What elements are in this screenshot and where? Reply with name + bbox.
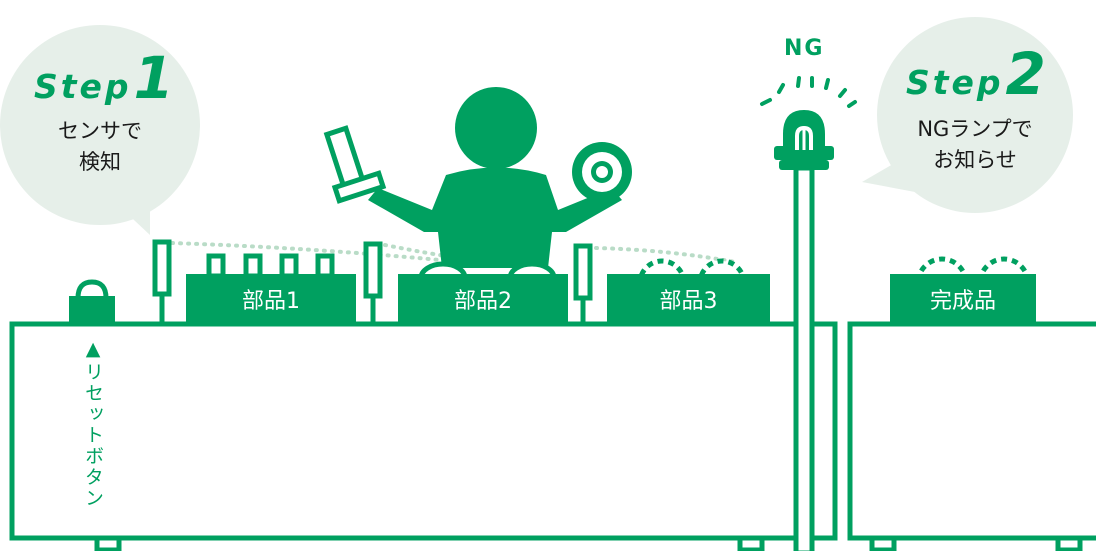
conveyor-table-left bbox=[12, 324, 835, 550]
finished-label: 完成品 bbox=[890, 274, 1036, 324]
part2-label: 部品2 bbox=[398, 274, 568, 324]
part3-label: 部品3 bbox=[607, 274, 770, 324]
step1-line1: センサで bbox=[30, 116, 170, 147]
gear-part-icon bbox=[572, 142, 632, 202]
part1-pins-icon bbox=[209, 256, 332, 276]
ng-lamp-pole bbox=[796, 168, 812, 551]
step1-heading: Step1 bbox=[34, 44, 174, 112]
reset-button-label: ▲リセットボタン bbox=[80, 338, 107, 509]
step2-line2: お知らせ bbox=[890, 145, 1060, 176]
part1-label: 部品1 bbox=[186, 274, 356, 324]
conveyor-table-right bbox=[850, 324, 1096, 550]
ng-lamp-label: NG bbox=[784, 36, 824, 61]
step1-caption: センサで 検知 bbox=[30, 116, 170, 178]
step2-line1: NGランプで bbox=[890, 114, 1060, 145]
step2-caption: NGランプで お知らせ bbox=[890, 114, 1060, 176]
screwdriver-icon bbox=[327, 128, 383, 200]
step1-line2: 検知 bbox=[30, 147, 170, 178]
lamp-rays-icon bbox=[762, 78, 855, 106]
ng-lamp-icon bbox=[774, 110, 834, 170]
step2-heading: Step2 bbox=[906, 40, 1046, 108]
reset-button-icon[interactable] bbox=[69, 282, 115, 322]
